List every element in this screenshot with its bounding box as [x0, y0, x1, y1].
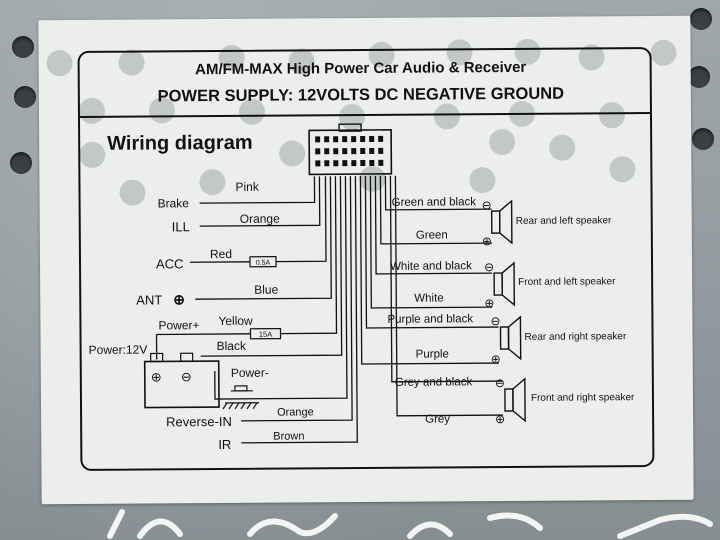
color-yellow: Yellow — [218, 314, 253, 328]
color-blue: Blue — [254, 283, 278, 297]
fuse-acc — [249, 256, 277, 268]
section-title: Wiring diagram — [107, 132, 253, 155]
mounting-hole — [688, 66, 710, 88]
battery-terminal-neg — [180, 352, 194, 362]
plus-icon: ⊕ — [495, 412, 505, 426]
wire-ant — [195, 176, 332, 300]
header-divider — [78, 112, 651, 119]
color-red: Red — [210, 247, 232, 261]
speaker-rear-left — [490, 199, 513, 245]
speaker-label-rear-left: Rear and left speaker — [516, 215, 612, 227]
plus-icon: ⊕ — [482, 234, 492, 248]
minus-icon: ⊖ — [484, 260, 494, 274]
wire-label-purple: Purple — [416, 348, 449, 360]
wire-ground — [214, 176, 348, 400]
harness-connector — [308, 129, 393, 176]
header-line1: AM/FM-MAX High Power Car Audio & Receive… — [195, 59, 526, 78]
minus-icon: ⊖ — [490, 314, 500, 328]
label-power-minus: Power- — [231, 366, 269, 380]
wire-label-grey-black: Grey and black — [395, 376, 473, 389]
label-power-12v: Power:12V — [89, 343, 148, 357]
speaker-front-right — [504, 377, 526, 423]
battery-plus-icon: ⊕ — [151, 369, 162, 384]
mounting-hole — [12, 36, 34, 58]
wire-fl-neg — [374, 175, 493, 275]
fuse-acc-label: 0.5A — [256, 260, 271, 267]
wire-label-green-black: Green and black — [392, 196, 477, 209]
header-line2: POWER SUPPLY: 12VOLTS DC NEGATIVE GROUND — [158, 85, 565, 106]
connector-latch — [338, 123, 362, 132]
connector-pins — [315, 135, 384, 167]
label-acc: ACC — [156, 256, 184, 271]
wire-power-plus-2 — [280, 176, 338, 335]
wiring-diagram: AM/FM-MAX High Power Car Audio & Receive… — [77, 47, 655, 471]
fuse-power — [249, 327, 282, 340]
wire-black — [200, 176, 343, 357]
wire-rr-pos — [359, 176, 499, 365]
mounting-hole — [692, 128, 714, 150]
antenna-icon: ⊕ — [173, 291, 185, 307]
plus-icon: ⊕ — [491, 352, 501, 366]
fuse-power-label: 15A — [259, 330, 272, 339]
wire-brake — [199, 176, 316, 204]
wire-fl-pos — [369, 175, 493, 309]
minus-icon: ⊖ — [482, 198, 492, 212]
mounting-hole — [690, 8, 712, 30]
wire-label-grey: Grey — [425, 413, 450, 425]
wire-label-white: White — [414, 292, 443, 304]
color-pink: Pink — [235, 180, 259, 194]
battery-minus-icon: ⊖ — [181, 369, 192, 384]
color-orange: Orange — [240, 212, 280, 226]
left-wire-lines — [155, 176, 358, 444]
speaker-label-rear-right: Rear and right speaker — [525, 331, 627, 343]
wire-reverse — [241, 176, 353, 422]
label-ir: IR — [218, 437, 231, 452]
wire-acc-2 — [276, 176, 327, 263]
wire-rr-neg — [364, 175, 499, 329]
mounting-hole — [10, 152, 32, 174]
label-power-plus: Power+ — [158, 318, 199, 332]
speaker-label-front-right: Front and right speaker — [531, 392, 635, 404]
wire-label-green: Green — [416, 229, 448, 241]
wire-power-plus — [156, 333, 251, 336]
wire-ill — [199, 176, 321, 227]
wire-ir — [241, 176, 358, 444]
wiring-label-sticker: AM/FM-MAX High Power Car Audio & Receive… — [38, 15, 694, 505]
speaker-label-front-left: Front and left speaker — [518, 276, 616, 288]
outer-frame — [77, 47, 655, 471]
minus-icon: ⊖ — [495, 376, 505, 390]
marker-scribble — [107, 509, 713, 539]
label-brake: Brake — [158, 196, 190, 210]
wire-rl-pos — [379, 175, 492, 245]
label-reverse-in: Reverse-IN — [166, 414, 232, 429]
color-brown: Brown — [273, 430, 304, 442]
plus-icon: ⊕ — [484, 296, 494, 310]
wire-fr-neg — [389, 175, 503, 383]
wire-rl-neg — [384, 175, 492, 211]
speaker-front-left — [493, 261, 516, 307]
wire-fr-pos — [394, 175, 504, 417]
right-wire-lines — [359, 175, 504, 417]
label-ill: ILL — [172, 219, 190, 234]
label-ant: ANT — [136, 292, 162, 307]
color-reverse-orange: Orange — [277, 406, 314, 418]
battery-terminal-pos — [150, 352, 164, 363]
color-black: Black — [217, 339, 247, 353]
mounting-hole — [14, 86, 36, 108]
speaker-rear-right — [499, 315, 522, 361]
ground-icon — [222, 385, 259, 410]
wire-label-purple-black: Purple and black — [387, 313, 473, 326]
wire-label-white-black: White and black — [390, 260, 472, 273]
